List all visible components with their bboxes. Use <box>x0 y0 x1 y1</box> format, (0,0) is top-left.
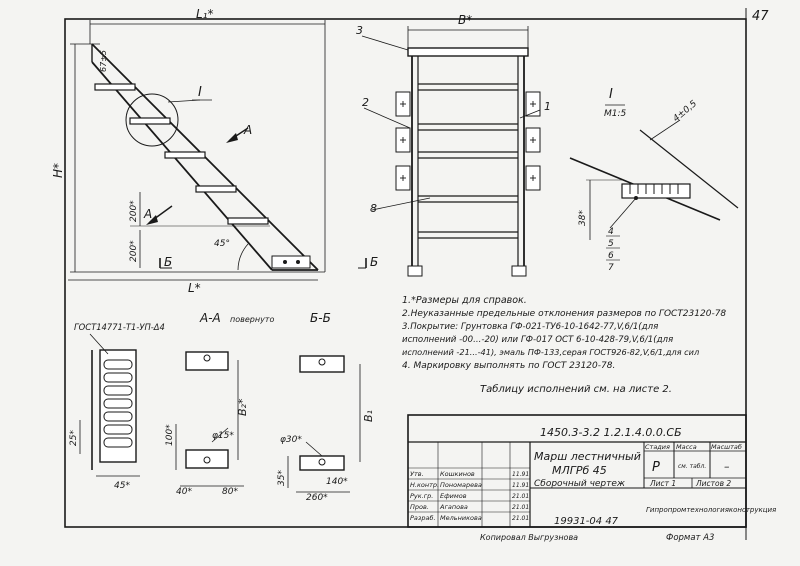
scale-value: – <box>724 460 730 473</box>
product-name-2: МЛГРб 45 <box>552 464 607 477</box>
organization: Гипропромтехнологияконструкция <box>646 506 776 514</box>
note-3a: 3.Покрытие: Грунтовка ГФ-021-ТУ6-10-1642… <box>402 322 658 332</box>
sig-name: Кошкинов <box>440 470 475 478</box>
dim-140: 140* <box>326 477 348 487</box>
sig-role: Разраб. <box>410 514 436 522</box>
title-block <box>407 414 747 528</box>
section-mark-a-upper: А <box>243 123 252 137</box>
sig-name: Пономарева <box>440 481 482 489</box>
section-aa-view <box>79 333 244 487</box>
dim-l1: L₁* <box>196 7 214 21</box>
leader-3: 3 <box>356 24 363 37</box>
product-name-1: Марш лестничный <box>534 450 641 463</box>
note-4: 4. Маркировку выполнять по ГОСТ 23120-78… <box>402 361 615 371</box>
detail-leader-6: 6 <box>608 251 614 261</box>
dim-100: 100* <box>165 424 175 446</box>
footer-code: 19931-04 47 <box>554 516 619 527</box>
dim-step: 200* <box>129 200 139 222</box>
sig-name: Ефимов <box>440 492 467 500</box>
detail-i-view <box>569 104 739 261</box>
footer-copied: Копировал Выгрузнова <box>480 533 578 542</box>
section-mark-b: Б <box>164 255 172 269</box>
dim-80: 80* <box>222 487 238 497</box>
section-mark-a-lower: А <box>143 207 152 221</box>
dim-260: 260* <box>306 493 328 503</box>
dim-step-low: 200* <box>129 240 139 262</box>
mass-value: см. табл. <box>678 463 706 470</box>
section-bb-view <box>287 355 361 493</box>
note-2: 2.Неуказанные предельные отклонения разм… <box>402 309 726 319</box>
angle-45: 45° <box>214 239 230 249</box>
note-3b: исполнений -00...-20) или ГФ-017 ОСТ 6-1… <box>402 335 673 345</box>
sig-role: Утв. <box>410 470 424 478</box>
callout-detail-i: I <box>198 85 202 100</box>
sheet-number: Лист 1 <box>649 479 676 488</box>
dim-25: 25* <box>69 430 79 446</box>
doc-type: Сборочный чертеж <box>534 479 626 489</box>
col-stage: Стадия <box>645 443 670 451</box>
section-mark-b-right: Б <box>370 255 378 269</box>
gost-weld-note: ГОСТ14771-Т1-УП-Δ4 <box>74 322 165 332</box>
signature-rows: Утв. Кошкинов 11.91 Н.контр. Пономарева … <box>410 470 529 522</box>
detail-leader-7: 7 <box>608 263 614 273</box>
sig-role: Пров. <box>410 503 429 511</box>
table-reference: Таблицу исполнений см. на листе 2. <box>480 383 672 395</box>
section-bb-title: Б-Б <box>310 311 331 325</box>
stage-value: Р <box>652 460 660 475</box>
main-stair-view <box>68 20 326 281</box>
dim-phi15: φ15* <box>212 431 234 441</box>
side-stair-view <box>358 26 541 277</box>
dim-b2: В₂* <box>236 398 249 416</box>
sig-date: 11.91 <box>512 471 529 478</box>
sig-date: 21.01 <box>512 504 529 511</box>
detail-scale: М1:5 <box>604 109 627 119</box>
detail-leader-5: 5 <box>608 239 614 249</box>
leader-1: 1 <box>544 100 551 113</box>
sheet-count: Листов 2 <box>695 479 731 488</box>
dim-40: 40* <box>176 487 192 497</box>
page-number: 47 <box>752 9 769 24</box>
sig-name: Мельникова <box>440 514 482 522</box>
detail-title: I <box>609 87 613 102</box>
dim-35: 35* <box>277 470 287 486</box>
sig-date: 21.01 <box>512 515 529 522</box>
dim-phi30: φ30* <box>280 435 302 445</box>
dim-offset: 67±5 <box>99 50 108 72</box>
col-mass: Масса <box>676 443 697 451</box>
sig-role: Рук.гр. <box>410 492 433 500</box>
dim-b1: В₁ <box>362 410 375 422</box>
col-scale: Масштаб <box>711 443 742 451</box>
sig-name: Агапова <box>439 503 468 511</box>
sig-date: 11.91 <box>512 482 529 489</box>
section-aa-subtitle: повернуто <box>230 315 274 324</box>
section-aa-title: А-А <box>199 311 221 325</box>
footer-format: Формат А3 <box>666 533 714 543</box>
leader-8: 8 <box>370 202 377 215</box>
detail-dim-angle: 4±0,5 <box>672 99 700 125</box>
sig-date: 21.01 <box>512 493 529 500</box>
leader-2: 2 <box>362 96 369 109</box>
dim-b: В* <box>458 13 472 27</box>
detail-dim-height: 38* <box>578 210 588 226</box>
note-3c: исполнений -21...-41), эмаль ПФ-133,сера… <box>402 347 699 357</box>
sig-role: Н.контр. <box>410 481 439 489</box>
detail-leader-4: 4 <box>608 227 614 237</box>
dim-45: 45* <box>114 481 130 491</box>
dim-h: Н* <box>51 163 65 178</box>
dim-l: L* <box>188 281 201 295</box>
note-1: 1.*Размеры для справок. <box>402 295 527 306</box>
doc-code: 1450.3-3.2 1.2.1.4.0.0.СБ <box>540 426 682 439</box>
